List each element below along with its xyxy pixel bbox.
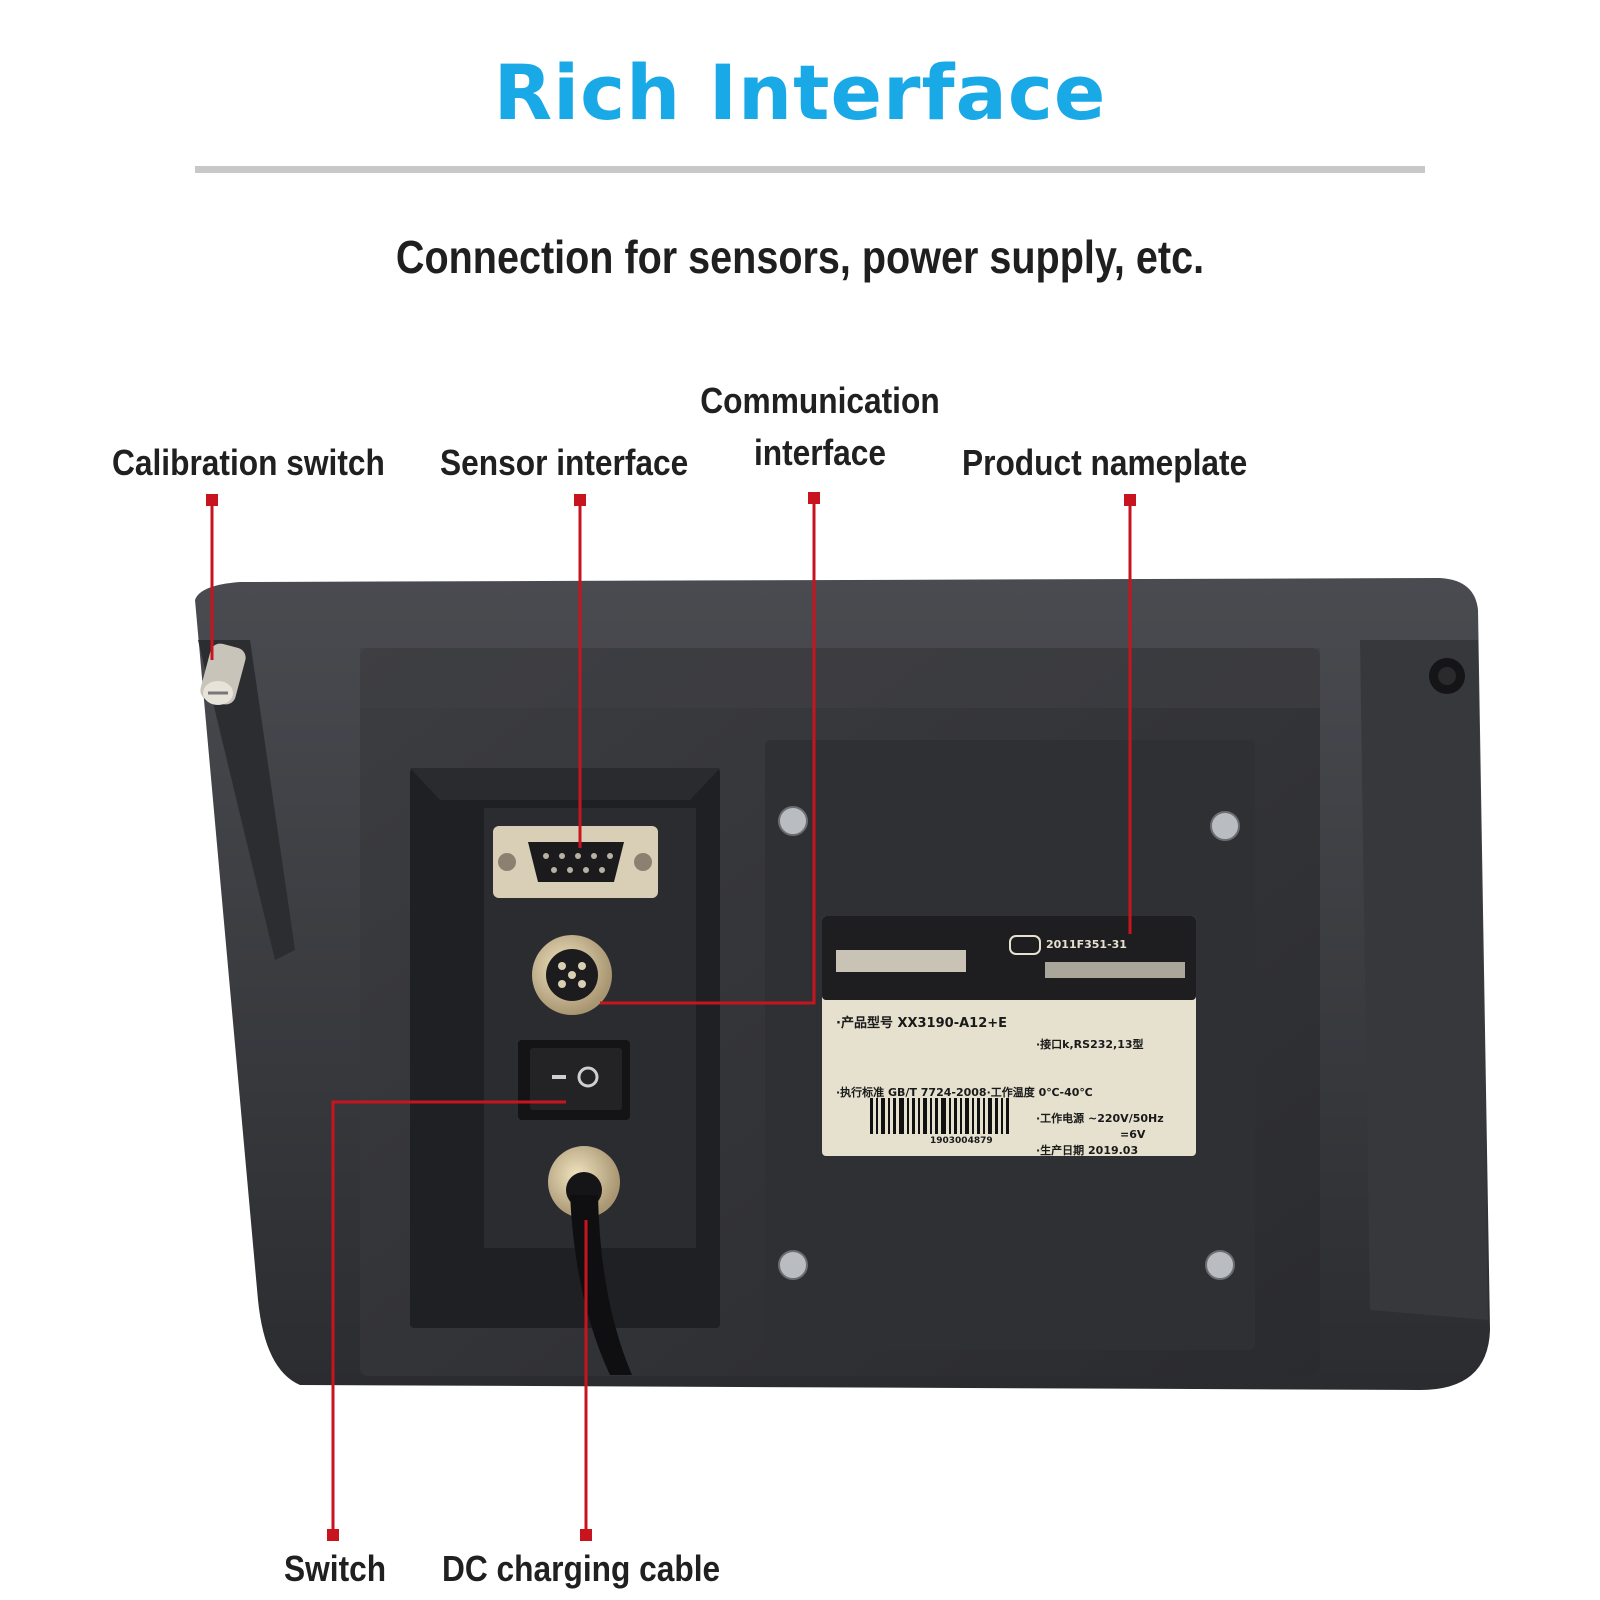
label-sensor-interface: Sensor interface: [440, 442, 689, 483]
right-bracket: [1360, 640, 1488, 1320]
nameplate-dc: =6V: [1120, 1128, 1146, 1141]
label-product-nameplate: Product nameplate: [962, 442, 1248, 483]
round-comm-port: [532, 935, 612, 1015]
callout-lines: [210, 498, 1132, 1535]
nameplate-serial: 1903004879: [930, 1136, 993, 1146]
label-communication-interface-line1: Communication: [700, 380, 940, 421]
nameplate-interface: ·接口k,RS232,13型: [1036, 1038, 1144, 1051]
callout-line-switch: [331, 1100, 566, 1535]
nameplate-model: ·产品型号 XX3190-A12+E: [836, 1016, 1008, 1031]
page-subtitle: Connection for sensors, power supply, et…: [395, 231, 1205, 283]
cover-screws: [778, 806, 1240, 1280]
nameplate-date: ·生产日期 2019.03: [1036, 1144, 1139, 1157]
label-communication-interface-line2: interface: [753, 432, 887, 473]
label-switch: Switch: [284, 1548, 387, 1589]
barcode: [870, 1098, 1009, 1134]
left-bracket: [198, 640, 295, 960]
db9-sensor-port: [493, 826, 658, 898]
nameplate-code: 2011F351-31: [1046, 938, 1127, 951]
rocker-switch: [518, 1040, 630, 1120]
title-divider: [195, 166, 1425, 173]
label-calibration-switch: Calibration switch: [112, 442, 385, 483]
label-dc-charging-cable: DC charging cable: [442, 1548, 721, 1589]
callout-line-communication-interface: [600, 498, 816, 1005]
nameplate-power: ·工作电源 ~220V/50Hz: [1036, 1112, 1164, 1125]
callout-markers: [206, 492, 1136, 1541]
page-title: Rich Interface: [493, 48, 1107, 137]
nameplate-standard: ·执行标准 GB/T 7724-2008·工作温度 0℃-40℃: [836, 1086, 1093, 1099]
